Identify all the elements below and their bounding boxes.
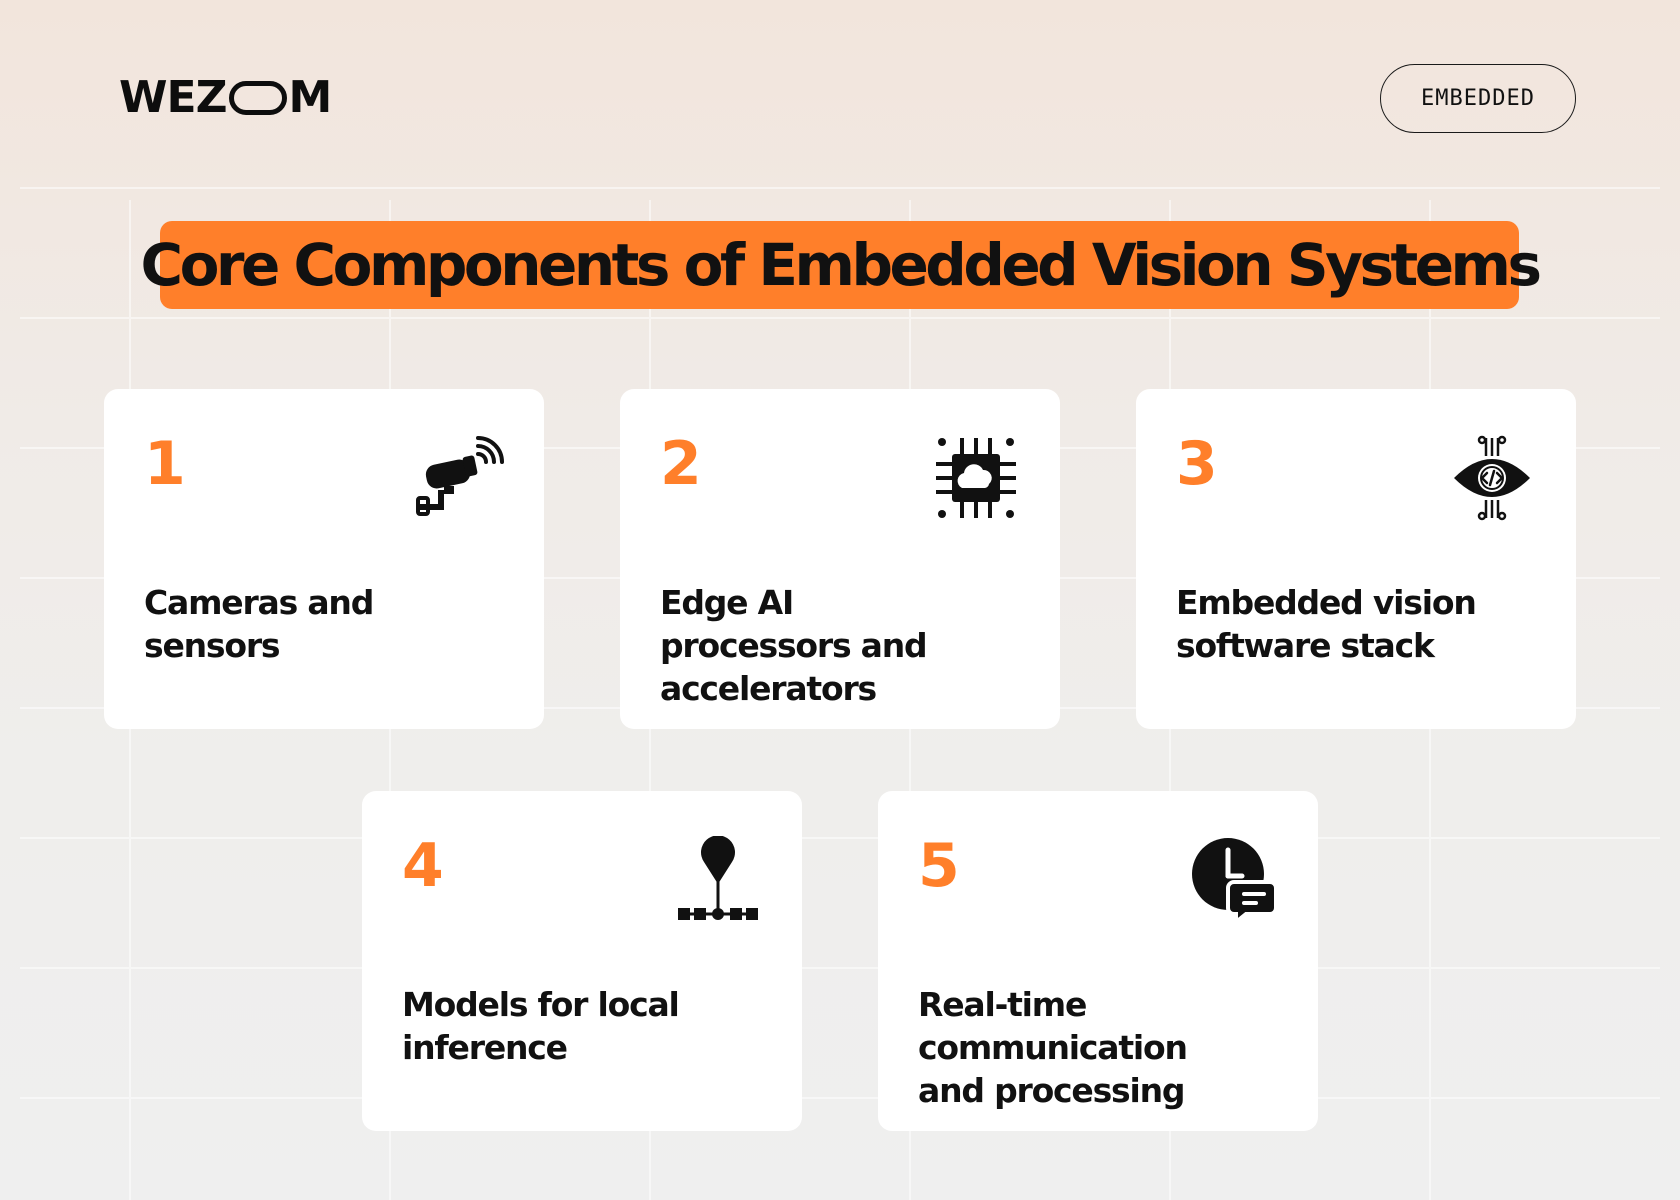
logo-text-right: M [288,72,333,123]
logo-oval-mark [228,81,287,115]
title-banner: Core Components of Embedded Vision Syste… [141,221,1542,309]
card-number: 4 [402,831,444,901]
card-number: 5 [918,831,960,901]
wezom-logo[interactable]: WEZ M [119,72,333,124]
security-camera-icon [416,434,504,522]
clock-chat-icon [1190,836,1278,924]
card-number: 2 [660,429,702,499]
page-title: Core Components of Embedded Vision Syste… [140,231,1543,299]
ai-chip-icon [932,434,1020,522]
code-eye-icon [1448,434,1536,522]
component-card-cameras: 1 Cameras and sensors [104,389,544,729]
category-tag[interactable]: EMBEDDED [1380,64,1576,133]
card-label: Edge AI processors and accelerators [660,583,928,708]
component-card-software-stack: 3 Embedded vision software stack [1136,389,1576,729]
location-pin-network-icon [674,836,762,924]
card-label: Embedded vision software stack [1176,583,1477,665]
logo-text-left: WEZ [119,72,227,123]
card-number: 3 [1176,429,1218,499]
card-label: Models for local inference [402,985,680,1067]
component-card-local-models: 4 Models for local inference [362,791,802,1131]
component-card-real-time: 5 Real-time communication and processing [878,791,1318,1131]
card-number: 1 [144,429,186,499]
component-card-edge-ai: 2 Edge AI processors and accelerators [620,389,1060,729]
card-label: Cameras and sensors [144,583,374,665]
card-label: Real-time communication and processing [918,985,1188,1110]
